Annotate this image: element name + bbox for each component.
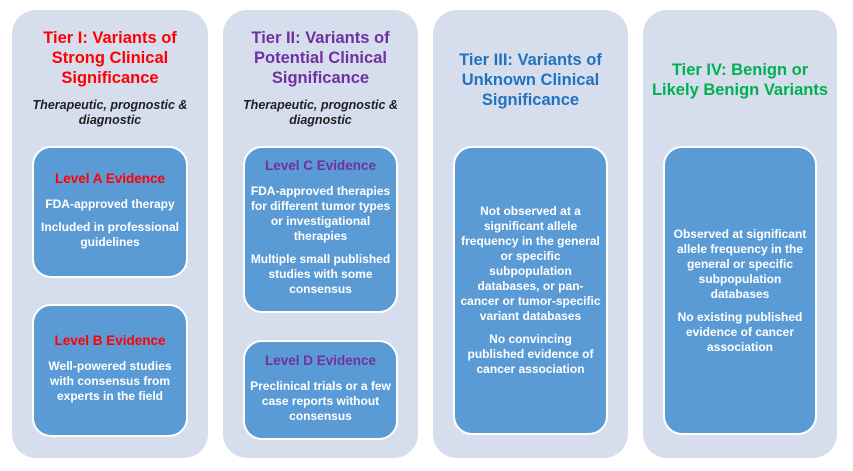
level-a-text-2: Included in professional guidelines: [40, 219, 180, 249]
level-a-text-1: FDA-approved therapy: [45, 196, 175, 211]
tier4-title: Tier IV: Benign or Likely Benign Variant…: [651, 61, 829, 99]
tier2-subtitle: Therapeutic, prognostic & diagnostic: [243, 98, 398, 127]
tier1-subtitle: Therapeutic, prognostic & diagnostic: [32, 98, 188, 127]
level-d-text-1: Preclinical trials or a few case reports…: [250, 378, 391, 423]
level-b-label: Level B Evidence: [54, 333, 166, 348]
level-c-evidence-box: Level C Evidence FDA-approved therapies …: [243, 146, 398, 313]
level-d-evidence-box: Level D Evidence Preclinical trials or a…: [243, 340, 398, 440]
level-d-label: Level D Evidence: [264, 352, 377, 368]
tier4-column: Tier IV: Benign or Likely Benign Variant…: [643, 10, 837, 458]
level-a-label: Level A Evidence: [54, 170, 166, 186]
tier3-text-1: Not observed at a significant allele fre…: [460, 204, 601, 323]
tier1-column: Tier I: Variants of Strong Clinical Sign…: [12, 10, 208, 458]
tier1-title: Tier I: Variants of Strong Clinical Sign…: [43, 29, 177, 87]
tier3-text-2: No convincing published evidence of canc…: [467, 332, 594, 376]
tier2-title: Tier II: Variants of Potential Clinical …: [251, 29, 390, 87]
tier4-text-1: Observed at significant allele frequency…: [673, 226, 807, 301]
level-c-label: Level C Evidence: [264, 158, 377, 173]
level-a-evidence-box: Level A Evidence FDA-approved therapy In…: [32, 146, 188, 278]
level-c-text-2: Multiple small published studies with so…: [250, 252, 391, 296]
tier4-description-box: Observed at significant allele frequency…: [663, 146, 817, 435]
level-c-text-1: FDA-approved therapies for different tum…: [250, 184, 391, 243]
tier3-description-box: Not observed at a significant allele fre…: [453, 146, 608, 435]
tier2-column: Tier II: Variants of Potential Clinical …: [223, 10, 418, 458]
level-b-evidence-box: Level B Evidence Well-powered studies wi…: [32, 304, 188, 437]
level-b-text-1: Well-powered studies with consensus from…: [48, 359, 172, 403]
tier3-column: Tier III: Variants of Unknown Clinical S…: [433, 10, 628, 458]
tier4-text-2: No existing published evidence of cancer…: [677, 309, 803, 354]
tier3-title: Tier III: Variants of Unknown Clinical S…: [459, 51, 602, 109]
